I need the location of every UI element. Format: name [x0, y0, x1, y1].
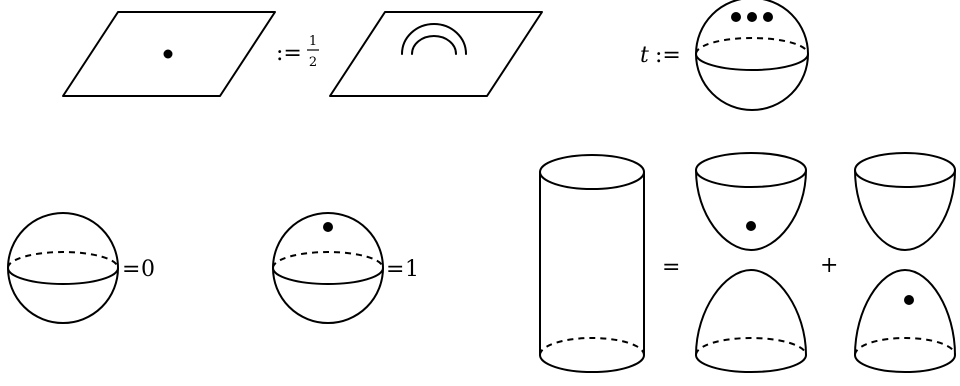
equals-symbol: =	[386, 257, 404, 282]
cup	[854, 152, 956, 251]
plane-with-dot	[62, 11, 276, 97]
equals-symbol: =	[662, 255, 680, 280]
fraction-denominator: 2	[309, 55, 317, 70]
one-half-fraction: 1 2	[307, 34, 319, 70]
dot	[904, 295, 914, 305]
dot	[163, 49, 173, 59]
t-symbol: t	[640, 43, 649, 68]
dot	[763, 12, 773, 22]
sphere-with-three-dots	[695, 0, 809, 111]
fraction-numerator: 1	[309, 34, 317, 49]
dot	[746, 221, 756, 231]
define-symbol: :=	[276, 41, 302, 66]
cylinder	[539, 154, 645, 373]
plane-with-handle	[329, 11, 543, 97]
plus-symbol: +	[820, 253, 838, 278]
define-symbol: :=	[655, 43, 681, 68]
cap	[695, 269, 807, 373]
dot	[323, 222, 333, 232]
dot	[747, 12, 757, 22]
cup-with-dot	[695, 152, 807, 251]
dot	[731, 12, 741, 22]
sphere-with-dot	[272, 212, 384, 324]
cap-with-dot	[854, 269, 956, 373]
handle-inner-arc	[411, 35, 457, 55]
value-zero: 0	[141, 257, 155, 282]
value-one: 1	[405, 257, 419, 282]
empty-sphere	[7, 212, 119, 324]
equals-symbol: =	[122, 257, 140, 282]
handle-outer-arc	[401, 23, 467, 55]
